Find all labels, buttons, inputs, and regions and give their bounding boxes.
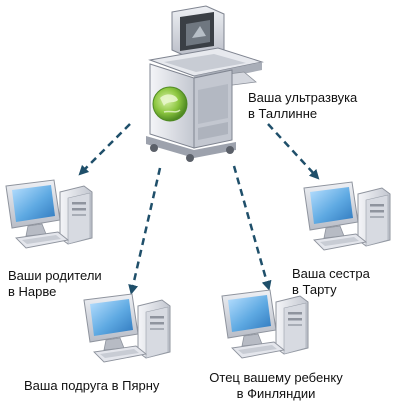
sister-caption-line-2: в Тарту xyxy=(292,282,337,297)
hub-caption-line-2: в Таллинне xyxy=(248,106,318,121)
hub-caption: Ваша ультразвука в Таллинне xyxy=(248,90,357,122)
arrow-to-parents xyxy=(78,123,131,176)
father-caption: Отец вашему ребенку в Финляндии xyxy=(206,370,346,402)
girlfriend-caption: Ваша подруга в Пярну xyxy=(24,378,159,394)
arrow-to-father xyxy=(232,165,272,291)
computer-parents-icon xyxy=(5,179,93,249)
ultrasound-machine-icon xyxy=(146,5,264,162)
parents-caption-line-2: в Нарве xyxy=(8,284,57,299)
father-caption-line-1: Отец вашему ребенку xyxy=(209,370,343,385)
sister-caption-line-1: Ваша сестра xyxy=(292,266,370,281)
father-caption-line-2: в Финляндии xyxy=(236,386,316,401)
computer-girlfriend-icon xyxy=(83,293,171,363)
arrow-to-sister xyxy=(267,123,320,180)
parents-caption: Ваши родители в Нарве xyxy=(8,268,102,300)
computer-father-icon xyxy=(221,289,309,359)
parents-caption-line-1: Ваши родители xyxy=(8,268,102,283)
hub-caption-line-1: Ваша ультразвука xyxy=(248,90,358,105)
connection-arrows xyxy=(78,123,320,295)
arrow-to-girlfriend xyxy=(128,167,162,295)
girlfriend-caption-line-1: Ваша подруга в Пярну xyxy=(24,378,160,393)
sister-caption: Ваша сестра в Тарту xyxy=(292,266,370,298)
computer-sister-icon xyxy=(303,181,391,251)
